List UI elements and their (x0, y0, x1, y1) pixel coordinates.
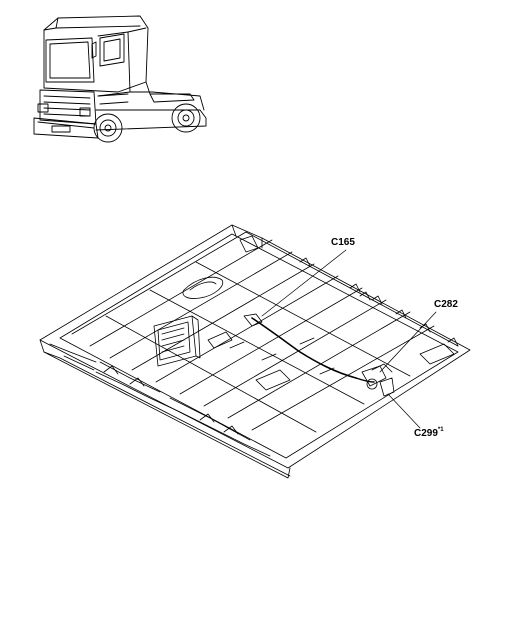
callout-c299: C299*1 (414, 427, 444, 439)
callout-c282: C282 (434, 300, 458, 310)
callout-c165: C165 (331, 238, 355, 248)
callout-c165-text: C165 (331, 237, 355, 248)
callout-c299-superscript: *1 (437, 427, 444, 433)
floor-panel (39, 224, 471, 479)
callout-c299-text: C299 (414, 428, 438, 439)
callout-c282-text: C282 (434, 299, 458, 310)
